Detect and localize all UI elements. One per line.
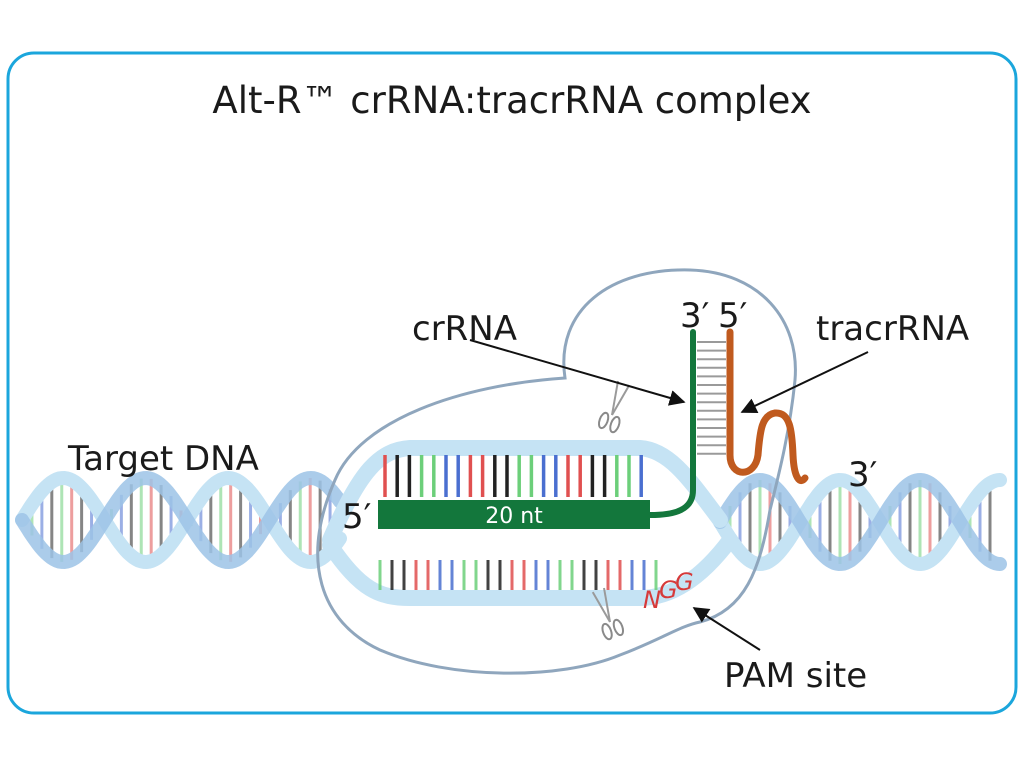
crrna-spacer-bar <box>378 500 650 529</box>
three-prime-top-label: 3′ <box>680 296 709 336</box>
crrna-tracrrna-base-pairs <box>697 341 726 455</box>
crrna-strand <box>647 329 696 518</box>
three-prime-right-label: 3′ <box>848 455 877 495</box>
scissors-icon-bottom <box>591 587 625 641</box>
crrna-arrow <box>469 339 686 406</box>
spacer-label: 20 nt <box>485 504 543 529</box>
tracrrna-label: tracrRNA <box>816 309 969 349</box>
tracrrna-strand <box>726 328 809 485</box>
dna-bottom-strand <box>322 532 738 606</box>
pam-letter-g2: G <box>675 568 694 596</box>
top-strand-bases <box>383 455 643 497</box>
crrna-label: crRNA <box>412 309 517 349</box>
dna-backbone-front <box>15 470 347 570</box>
five-prime-top-label: 5′ <box>718 296 747 336</box>
target-dna-label: Target DNA <box>67 439 259 479</box>
pam-letter-n: N <box>643 586 661 614</box>
tracrrna-arrow <box>740 351 869 414</box>
bottom-strand-bases <box>378 560 658 590</box>
cas9-outline <box>316 268 797 675</box>
scissors-icon-top <box>597 380 631 434</box>
dna-backbone-back <box>713 472 1007 572</box>
five-prime-left-label: 5′ <box>342 497 371 537</box>
dna-backbone-front <box>713 472 1007 572</box>
pam-letter-g1: G <box>659 576 678 604</box>
diagram-title: Alt-R™ crRNA:tracrRNA complex <box>212 79 811 122</box>
pam-site-label: PAM site <box>724 656 867 696</box>
dna-backbone-back <box>15 470 347 570</box>
pam-arrow <box>692 607 761 651</box>
dna-helix-left <box>15 470 347 570</box>
